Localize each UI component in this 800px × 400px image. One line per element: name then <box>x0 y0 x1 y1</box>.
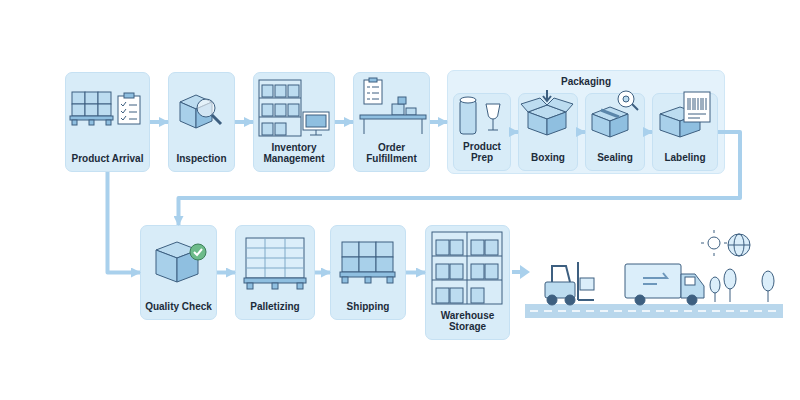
process-box: Boxing <box>518 93 578 171</box>
flow-arrow <box>430 120 447 124</box>
node-label: Inspection <box>176 153 226 164</box>
flow-arrow <box>217 271 235 275</box>
node-label: Palletizing <box>250 301 299 312</box>
node-label: Product Arrival <box>72 153 144 164</box>
process-box: Inspection <box>168 72 235 172</box>
flow-arrow <box>315 271 330 275</box>
flow-arrow <box>406 271 425 275</box>
process-box: Labeling <box>652 93 718 171</box>
flow-arrow-tail <box>512 270 522 274</box>
process-box: Warehouse Storage <box>425 225 510 340</box>
flow-arrow <box>150 120 168 124</box>
road <box>525 304 783 318</box>
arrow-head <box>520 265 530 279</box>
node-label: Product Prep <box>457 141 507 163</box>
group-box: PackagingProduct PrepBoxing Sealing Labeli… <box>447 70 725 174</box>
node-label: Quality Check <box>145 301 212 312</box>
flow-arrow <box>108 172 141 273</box>
scenery <box>701 230 774 302</box>
process-box: Palletizing <box>235 225 315 320</box>
group-title: Packaging <box>561 76 611 87</box>
process-box: Shipping <box>330 225 406 320</box>
road-marking <box>530 310 780 312</box>
process-box: Product Arrival <box>65 72 150 172</box>
truck-symbol <box>625 264 704 305</box>
process-box: Inventory Management <box>253 72 335 172</box>
node-label: Inventory Management <box>257 142 331 164</box>
node-label: Shipping <box>347 301 390 312</box>
process-box: Product Prep <box>453 93 511 171</box>
process-box: Quality Check <box>140 225 217 320</box>
forklift-symbol <box>545 262 594 305</box>
node-label: Sealing <box>597 152 633 163</box>
node-label: Boxing <box>531 152 565 163</box>
road-scene <box>512 230 783 318</box>
node-label: Warehouse Storage <box>429 310 506 332</box>
process-box: Sealing <box>585 93 645 171</box>
node-label: Order Fulfillment <box>357 142 426 164</box>
flow-arrow <box>335 120 353 124</box>
process-box: Order Fulfillment <box>353 72 430 172</box>
flow-arrow <box>235 120 253 124</box>
node-label: Labeling <box>664 152 705 163</box>
